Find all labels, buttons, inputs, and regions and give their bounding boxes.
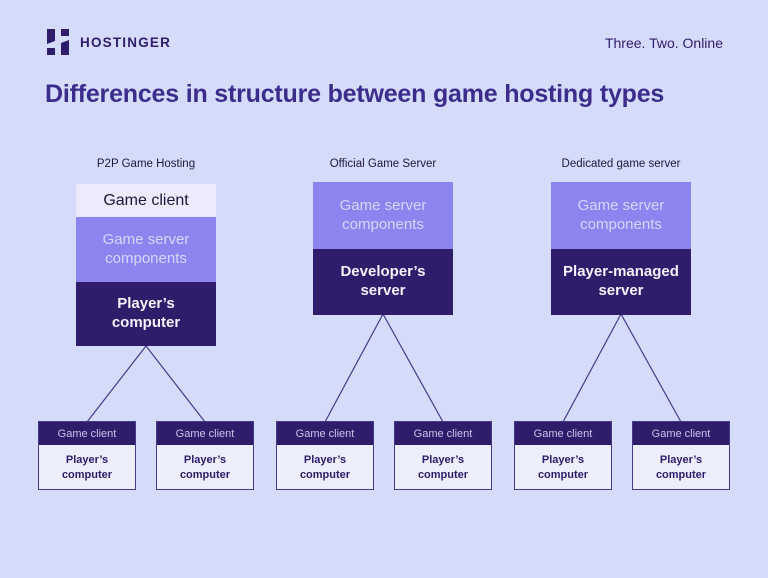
page-title: Differences in structure between game ho… <box>45 80 665 108</box>
client-box: Game client Player’s computer <box>156 421 254 490</box>
column-label-official: Official Game Server <box>329 158 437 170</box>
stack-section-players-computer: Player’s computer <box>76 282 216 346</box>
stack-official: Game server components Developer’s serve… <box>313 182 453 315</box>
client-box-body: Player’s computer <box>179 454 231 481</box>
stack-p2p: Game client Game server components Playe… <box>76 184 216 346</box>
client-box-body: Player’s computer <box>655 454 707 481</box>
stack-section-developers-server: Developer’s server <box>313 249 453 315</box>
stack-section-player-managed-server: Player-managed server <box>551 249 691 315</box>
client-box-header: Game client <box>633 422 729 445</box>
connector-line <box>86 345 147 423</box>
client-box-header: Game client <box>39 422 135 445</box>
column-label-p2p: P2P Game Hosting <box>96 158 196 170</box>
client-box: Game client Player’s computer <box>514 421 612 490</box>
connector-line <box>145 345 206 423</box>
stack-section-server-components: Game server components <box>313 182 453 249</box>
client-box-header: Game client <box>515 422 611 445</box>
stack-section-game-client: Game client <box>76 184 216 217</box>
client-box-body: Player’s computer <box>299 454 351 481</box>
client-box-body: Player’s computer <box>61 454 113 481</box>
stack-section-server-components: Game server components <box>76 217 216 282</box>
client-box-body: Player’s computer <box>537 454 589 481</box>
client-box-header: Game client <box>157 422 253 445</box>
client-box: Game client Player’s computer <box>38 421 136 490</box>
client-box: Game client Player’s computer <box>276 421 374 490</box>
hostinger-h-icon <box>45 28 71 56</box>
stack-dedicated: Game server components Player-managed se… <box>551 182 691 315</box>
connector-line <box>324 313 384 423</box>
brand-lockup: HOSTINGER <box>45 28 171 56</box>
client-box: Game client Player’s computer <box>632 421 730 490</box>
connector-line <box>562 313 622 423</box>
brand-wordmark: HOSTINGER <box>80 34 172 50</box>
client-box: Game client Player’s computer <box>394 421 492 490</box>
client-box-header: Game client <box>395 422 491 445</box>
connector-line <box>382 313 444 423</box>
stack-section-server-components: Game server components <box>551 182 691 249</box>
brand-tagline: Three. Two. Online <box>604 35 723 51</box>
connector-line <box>620 313 682 423</box>
column-label-dedicated: Dedicated game server <box>561 158 681 170</box>
client-box-header: Game client <box>277 422 373 445</box>
client-box-body: Player’s computer <box>417 454 469 481</box>
